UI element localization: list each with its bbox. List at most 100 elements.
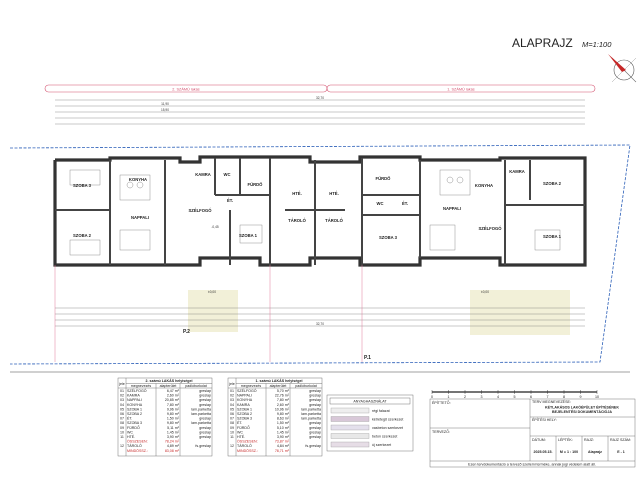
table-cell: SZÉLFOGÓ bbox=[237, 388, 257, 393]
legend-item: kétrétegű szerkezet bbox=[372, 418, 403, 422]
table-cell: SZOBA 1 bbox=[127, 407, 142, 411]
table-cell: 10,96 m² bbox=[275, 407, 290, 411]
room-label: NAPPALI bbox=[443, 206, 461, 211]
table-cell: greslap bbox=[199, 417, 211, 421]
room-label: TÁROLÓ bbox=[325, 218, 343, 223]
table-cell: 3,90 m² bbox=[277, 435, 290, 439]
drawing-value: Alaprajz bbox=[588, 450, 602, 454]
drawing-label: RAJZ: bbox=[584, 438, 594, 442]
table-cell: NAPPALI bbox=[127, 398, 142, 402]
table-title: 1. számú LAKÁS helyiségei bbox=[256, 378, 303, 383]
table-cell: lam.parketta bbox=[301, 412, 321, 416]
table-cell: 07 bbox=[120, 417, 124, 421]
table-cell: fs.greslap bbox=[305, 444, 321, 448]
property-line bbox=[9, 144, 631, 365]
dimension-total: 32,70 bbox=[316, 96, 324, 100]
north-arrow-icon bbox=[608, 54, 637, 83]
legend-item: új szerkezet bbox=[372, 443, 391, 447]
table-cell: HTÉ. bbox=[127, 434, 135, 439]
table-cell: 09 bbox=[120, 426, 124, 430]
table-cell: 2,60 m² bbox=[277, 403, 290, 407]
table-cell: 10 bbox=[230, 430, 234, 434]
table-cell: KAMRA bbox=[237, 403, 250, 407]
table-cell: 05 bbox=[230, 407, 234, 411]
table-cell: SZOBA 3 bbox=[127, 421, 142, 425]
scale-value: M = 1 : 100 bbox=[560, 450, 578, 454]
dimension-left-total: 15,90 bbox=[161, 108, 169, 112]
table-cell: 1,50 m² bbox=[277, 421, 290, 425]
table-cell: 04 bbox=[120, 403, 124, 407]
table-header: jele bbox=[228, 382, 235, 386]
table-cell: 02 bbox=[230, 394, 234, 398]
table-cell: 5,10 m² bbox=[277, 426, 290, 430]
table-cell: 9,96 m² bbox=[167, 407, 180, 411]
room-label: SZOBA 3 bbox=[73, 183, 92, 188]
room-label: TÁROLÓ bbox=[288, 218, 306, 223]
unit-2-banner-label: 2. SZÁMÚ lakás bbox=[172, 87, 200, 92]
table-title: 2. számú LAKÁS helyiségei bbox=[146, 378, 193, 383]
scale-tick-label: 7 bbox=[547, 395, 549, 399]
project-name: KÉTLAKÁSOS LAKÓÉPÜLET ÉPÍTÉSÉNEK bbox=[545, 405, 619, 410]
room-label: WC bbox=[224, 172, 231, 177]
table-cell: 03 bbox=[120, 398, 124, 402]
room-label: SZOBA 1 bbox=[543, 234, 562, 239]
project-name-line2: BEJELENTÉSI DOKUMENTÁCIÓJA bbox=[552, 409, 612, 414]
table-cell: HTÉ. bbox=[237, 434, 245, 439]
scale-tick-label: 6 bbox=[530, 395, 532, 399]
legend-swatch bbox=[330, 407, 370, 414]
total-value: 78,71 m² bbox=[275, 449, 290, 453]
room-label: KONYHA bbox=[129, 177, 147, 182]
plot-label-p2: P.2 bbox=[183, 329, 190, 335]
legend-swatch bbox=[330, 416, 370, 422]
scale-tick-label: 1 bbox=[448, 395, 450, 399]
table-cell: 11 bbox=[120, 435, 124, 439]
table-header: megnevezés bbox=[241, 384, 262, 388]
scale-tick-label: 9 bbox=[580, 395, 582, 399]
terrace-hatch bbox=[470, 290, 570, 335]
table-cell: 1,45 m² bbox=[277, 430, 290, 434]
table-cell: lam.parketta bbox=[191, 412, 211, 416]
building-walls bbox=[53, 155, 587, 267]
scale-tick-label: 2 bbox=[464, 395, 466, 399]
level-mark: ±0,00 bbox=[481, 290, 489, 294]
scale-tick-label: 4 bbox=[497, 395, 499, 399]
table-cell: 03 bbox=[230, 398, 234, 402]
table-cell: 4,89 m² bbox=[167, 444, 180, 448]
table-cell: ÉT. bbox=[237, 420, 242, 425]
table-cell: NAPPALI bbox=[237, 394, 252, 398]
table-cell: 1,50 m² bbox=[167, 417, 180, 421]
table-cell: 20,85 m² bbox=[165, 398, 180, 402]
table-cell: 3,90 m² bbox=[167, 435, 180, 439]
legend-item: beton szerkezet bbox=[372, 435, 397, 439]
scale-tick-label: 3 bbox=[481, 395, 483, 399]
table-header: padlóburkolat bbox=[185, 384, 207, 388]
sum-value: 73,87 m² bbox=[275, 440, 290, 444]
table-cell: 1,45 m² bbox=[167, 430, 180, 434]
designer-label: TERVEZŐ: bbox=[432, 429, 450, 434]
table-cell: 2,60 m² bbox=[167, 394, 180, 398]
title-block: ÉPÍTTETŐ: TERVEZŐ: TERV MEGNEVEZÉSE: KÉT… bbox=[429, 398, 636, 468]
table-cell: 08 bbox=[230, 421, 234, 425]
room-label: SZÉLFOGÓ bbox=[478, 226, 502, 231]
table-cell: 22,76 m² bbox=[275, 394, 290, 398]
table-cell: 7,80 m² bbox=[167, 403, 180, 407]
table-cell: greslap bbox=[309, 389, 321, 393]
plot-label-p1: P.1 bbox=[364, 355, 371, 361]
table-cell: 08 bbox=[120, 421, 124, 425]
project-name-label: TERV MEGNEVEZÉSE: bbox=[532, 399, 571, 404]
level-mark: -0,45 bbox=[211, 225, 218, 229]
room-label: SZOBA 1 bbox=[239, 233, 258, 238]
grid-lines bbox=[54, 265, 363, 362]
table-cell: WC bbox=[237, 430, 243, 434]
room-label: ÉT. bbox=[402, 201, 408, 206]
table-header: padlóburkolat bbox=[295, 384, 317, 388]
drawing-number: E - 1 bbox=[617, 450, 625, 454]
scale-tick-label: 10 bbox=[595, 395, 599, 399]
site-label: ÉPÍTÉSI HELY: bbox=[532, 417, 557, 422]
drawing-scale: M=1:100 bbox=[582, 40, 612, 49]
table-cell: greslap bbox=[309, 398, 321, 402]
table-header: alapterület bbox=[270, 384, 287, 388]
table-cell: greslap bbox=[199, 403, 211, 407]
